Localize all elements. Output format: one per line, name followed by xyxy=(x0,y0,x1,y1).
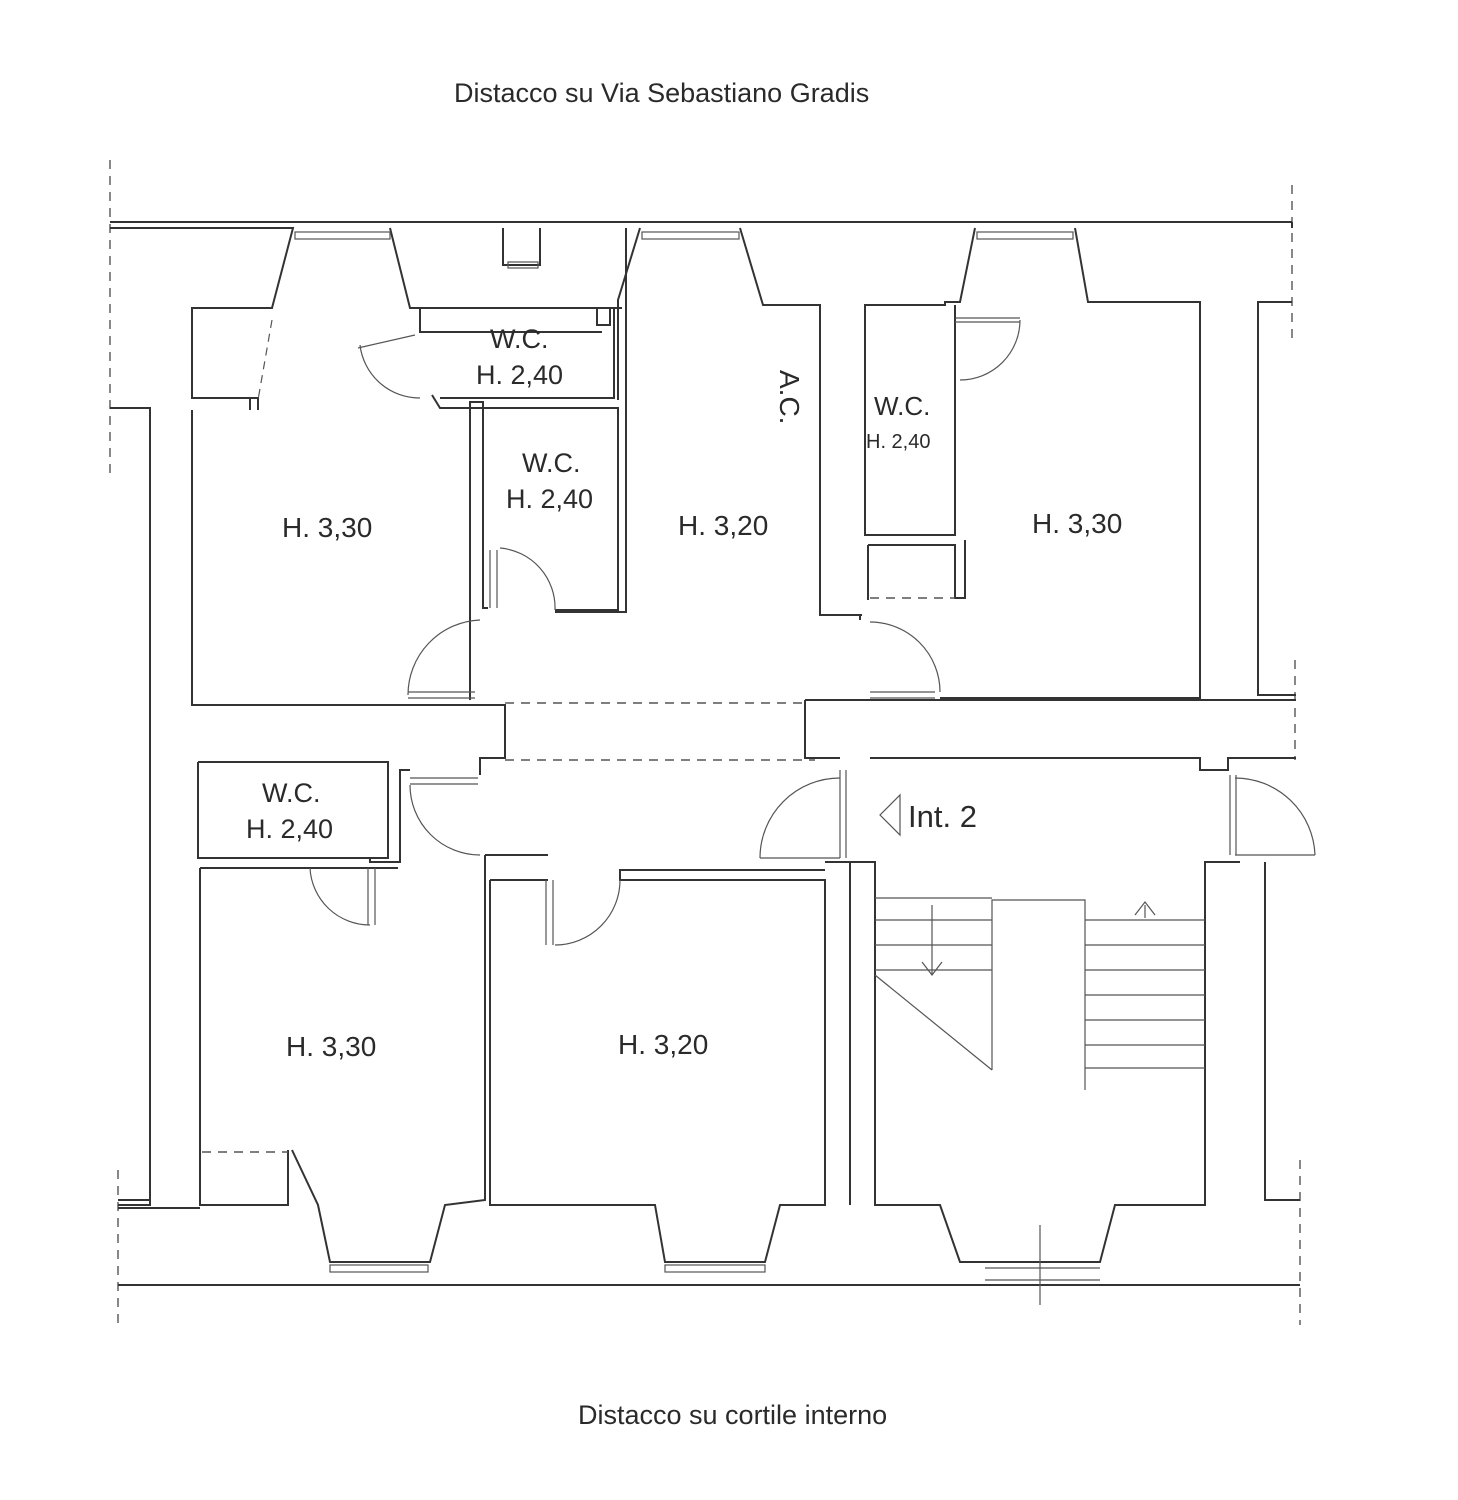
top-windows xyxy=(294,231,1074,269)
wc-label-top-2: W.C. xyxy=(522,448,581,478)
lower-doors xyxy=(309,770,1316,946)
entrance-arrow xyxy=(879,793,901,837)
central-corridor-walls xyxy=(191,615,1296,775)
lower-windows xyxy=(329,1264,766,1273)
wc-label-top-1: W.C. xyxy=(490,324,549,354)
lower-left-wc-walls xyxy=(197,761,410,1206)
top-caption: Distacco su Via Sebastiano Gradis xyxy=(454,78,870,108)
upper-doors xyxy=(357,305,1021,699)
wc-label-bottom: W.C. xyxy=(262,778,321,808)
room-label-top-center: H. 3,20 xyxy=(678,510,768,541)
left-outer-wall xyxy=(110,407,151,1201)
top-facade-wall xyxy=(110,221,1296,699)
bottom-caption: Distacco su cortile interno xyxy=(578,1400,888,1430)
room-label-top-right: H. 3,30 xyxy=(1032,508,1122,539)
room-label-bottom-left: H. 3,30 xyxy=(286,1031,376,1062)
entrance-label: Int. 2 xyxy=(908,799,977,834)
wc-height-top-3: H. 2,40 xyxy=(866,431,930,453)
wc-height-top-1: H. 2,40 xyxy=(476,360,563,390)
boundary-dashes xyxy=(109,160,1301,1330)
wc-label-top-3: W.C. xyxy=(874,391,930,421)
room-label-bottom-center: H. 3,20 xyxy=(618,1029,708,1060)
air-shaft-label: A.C. xyxy=(774,370,805,424)
staircase xyxy=(874,897,1205,1305)
wc-height-bottom: H. 2,40 xyxy=(246,814,333,844)
room-label-top-left: H. 3,30 xyxy=(282,512,372,543)
wc-height-top-2: H. 2,40 xyxy=(506,484,593,514)
lower-rooms-walls xyxy=(118,854,1300,1286)
